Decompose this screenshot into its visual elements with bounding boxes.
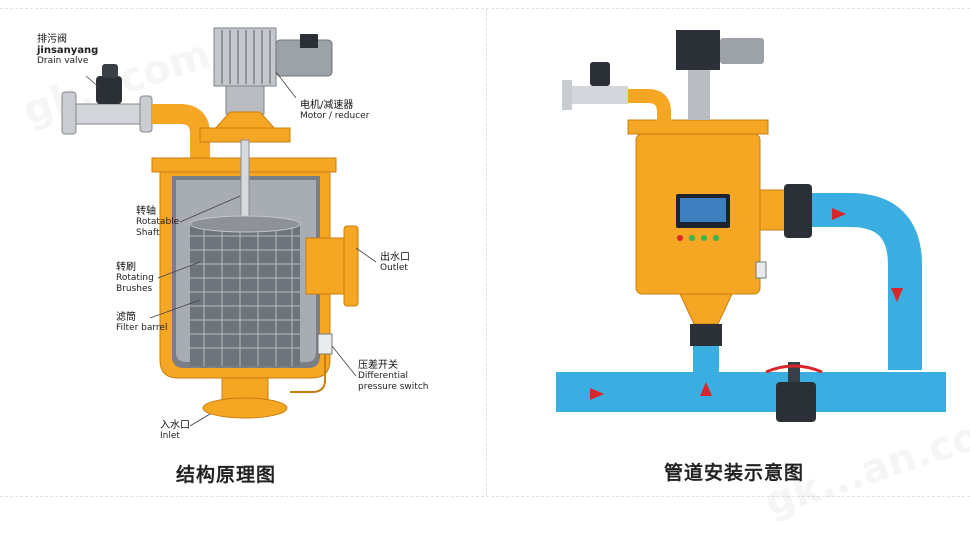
outlet-cn: 出水口	[380, 252, 410, 263]
brush-label: 转刷 Rotating Brushes	[116, 262, 154, 295]
motor-en: Motor / reducer	[300, 111, 370, 121]
filter-en: Filter barrel	[116, 323, 168, 333]
bottom-divider	[0, 496, 970, 497]
drain-valve-pinyin: jinsanyang	[37, 45, 99, 56]
inlet-cn: 入水口	[160, 420, 190, 431]
outlet-valve	[784, 184, 812, 238]
drain-valve-en: Drain valve	[37, 56, 89, 66]
installation-diagram	[556, 30, 946, 422]
inlet-flange	[202, 397, 288, 419]
drain-valve-label: 排污阀 jinsanyang Drain valve	[37, 34, 98, 67]
shaft-en-2: Shaft	[136, 228, 160, 238]
shaft-en-1: Rotatable	[136, 217, 180, 227]
pressure-switch-en-2: pressure switch	[358, 382, 429, 392]
motor-illustration	[213, 27, 333, 115]
pressure-switch-cn: 压差开关	[358, 360, 398, 371]
center-divider	[486, 8, 487, 496]
brush-cn: 转刷	[116, 262, 136, 273]
outlet-pipe	[770, 193, 922, 370]
brush-en-1: Rotating	[116, 273, 154, 283]
motor-cn: 电机/减速器	[300, 100, 354, 111]
brush-en-2: Brushes	[116, 284, 153, 294]
outlet-label: 出水口 Outlet	[380, 252, 410, 274]
shaft-cn: 转轴	[136, 206, 156, 217]
pressure-switch-en-1: Differential	[358, 371, 408, 381]
outlet-en: Outlet	[380, 263, 408, 273]
drain-valve-cn: 排污阀	[37, 34, 67, 45]
pressure-switch-label: 压差开关 Differential pressure switch	[358, 360, 428, 393]
outlet-flange	[343, 225, 359, 307]
structure-diagram	[61, 27, 377, 427]
structure-caption: 结构原理图	[176, 464, 277, 486]
top-divider	[0, 8, 970, 9]
shaft-label: 转轴 Rotatable Shaft	[136, 206, 179, 239]
bypass-valve	[776, 382, 816, 422]
drain-valve-illustration	[61, 64, 210, 160]
filter-cn: 滤筒	[116, 312, 136, 323]
filter-barrel-label: 滤筒 Filter barrel	[116, 312, 167, 334]
main-pipe	[556, 372, 946, 412]
motor-label: 电机/减速器 Motor / reducer	[300, 100, 369, 122]
inlet-en: Inlet	[160, 431, 180, 441]
installation-caption: 管道安装示意图	[664, 462, 805, 484]
filter-barrel-illustration	[190, 224, 300, 366]
flow-arrows	[590, 208, 903, 400]
inlet-label: 入水口 Inlet	[160, 420, 190, 442]
